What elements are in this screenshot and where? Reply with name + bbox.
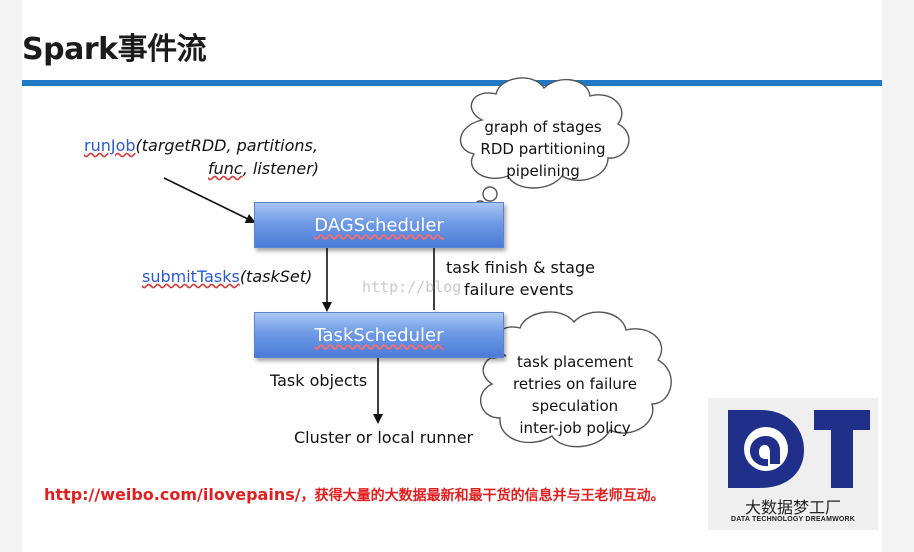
dt-logo-mark (728, 410, 870, 488)
runjob-args-line1: (targetRDD, partitions, (135, 136, 318, 155)
dt-logo: 大数据梦工厂 DATA TECHNOLOGY DREAMWORK (708, 398, 878, 530)
dag-scheduler-label: DAGScheduler (314, 214, 444, 236)
dag-cloud-line: RDD partitioning (480, 140, 606, 158)
footer-text: ，获得大量的大数据最新和最干货的信息并与王老师互动。 (300, 488, 665, 504)
runjob-arrow (163, 177, 256, 223)
dag-cloud-line: graph of stages (484, 118, 602, 136)
runjob-args-rest: , listener) (242, 159, 320, 178)
runjob-name: runJob (84, 136, 136, 155)
submit-tasks-args: (taskSet) (239, 267, 313, 286)
title-rule (22, 80, 882, 86)
slide-title: Spark事件流 (22, 32, 207, 67)
footer-link[interactable]: http://weibo.com/ilovepains/ (44, 485, 301, 504)
logo-name-en: DATA TECHNOLOGY DREAMWORK (730, 516, 856, 523)
runjob-args-line2: func, listener) (208, 159, 319, 178)
task-cloud-line: retries on failure (513, 375, 637, 393)
task-cloud-line: speculation (531, 397, 619, 415)
runjob-func: func (208, 159, 243, 178)
submit-tasks-label: submitTasks(taskSet) (142, 267, 312, 286)
task-cloud-text: task placement retries on failure specul… (500, 351, 650, 439)
feedback-line2: failure events (464, 280, 574, 299)
feedback-line1: task finish & stage (446, 258, 595, 277)
runner-label: Cluster or local runner (294, 428, 474, 447)
task-scheduler-box: TaskScheduler (254, 312, 504, 358)
submit-tasks-name: submitTasks (142, 267, 240, 286)
logo-name-cn: 大数据梦工厂 (744, 498, 841, 517)
footer: http://weibo.com/ilovepains/，获得大量的大数据最新和… (44, 485, 665, 505)
task-scheduler-label: TaskScheduler (314, 324, 444, 346)
task-cloud-line: inter-job policy (519, 419, 631, 437)
task-cloud-line: task placement (517, 353, 633, 371)
dag-cloud-text: graph of stages RDD partitioning pipelin… (468, 116, 618, 182)
runjob-label: runJob(targetRDD, partitions, (84, 136, 318, 155)
dag-scheduler-box: DAGScheduler (254, 202, 504, 248)
slide-page: Spark事件流 runJob(targetRDD, partitions, (22, 0, 882, 552)
watermark: http://blog (362, 278, 462, 296)
dag-cloud-line: pipelining (506, 162, 580, 180)
task-objects-label: Task objects (270, 371, 368, 390)
